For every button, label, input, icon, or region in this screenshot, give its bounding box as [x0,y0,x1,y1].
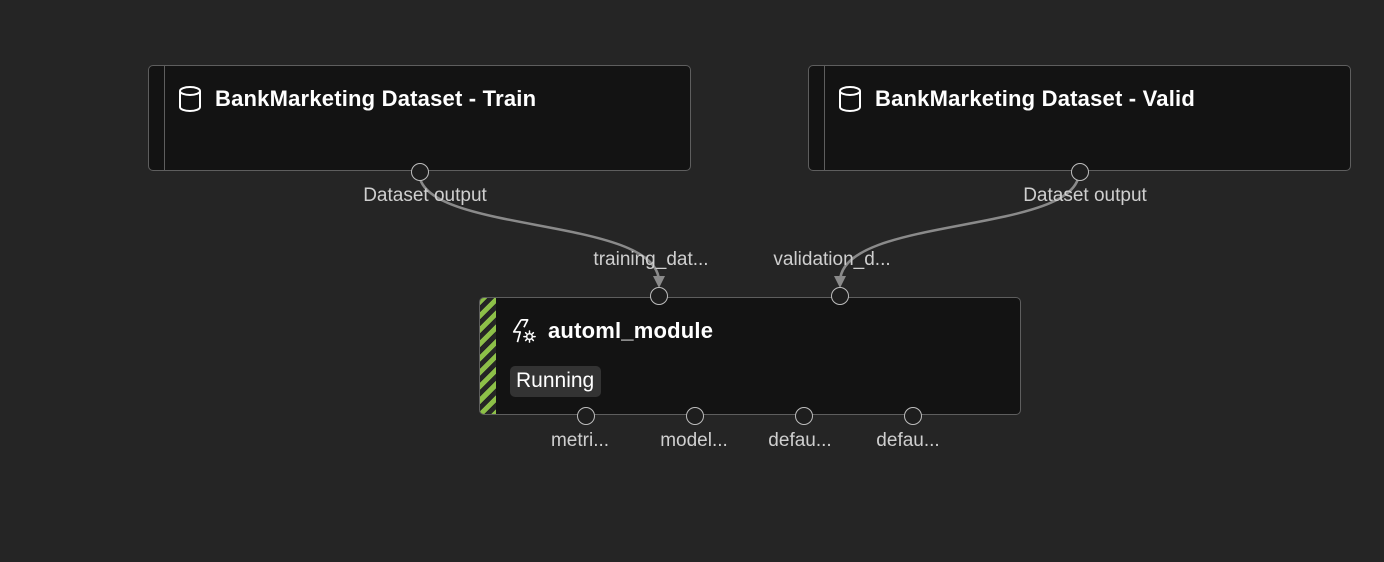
default-port-label-1: defau... [768,430,832,451]
validation-data-input-port[interactable] [831,287,849,305]
node-header: automl_module [510,316,713,346]
validation-data-port-label: validation_d... [773,249,891,270]
node-header: BankMarketing Dataset - Train [177,84,536,114]
default-port-label-2: defau... [876,430,940,451]
node-title: BankMarketing Dataset - Valid [875,86,1196,111]
node-title: automl_module [548,318,714,343]
metrics-output-port[interactable] [577,407,595,425]
running-status-stripe [480,298,496,414]
default-output-port-1[interactable] [795,407,813,425]
database-icon [179,86,201,112]
dataset-output-port-label: Dataset output [1023,185,1147,206]
automl-module-node[interactable]: automl_module Running [479,287,1021,425]
node-title: BankMarketing Dataset - Train [215,86,537,111]
dataset-output-port[interactable] [411,163,429,181]
dataset-valid-node[interactable]: BankMarketing Dataset - Valid [808,65,1351,181]
automl-lightning-gear-icon [512,319,536,343]
training-data-input-port[interactable] [650,287,668,305]
metrics-port-label: metri... [550,430,610,451]
database-icon [839,86,861,112]
model-port-label: model... [660,430,728,451]
node-left-bar [149,66,165,170]
node-left-bar [809,66,825,170]
node-header: BankMarketing Dataset - Valid [837,84,1195,114]
dataset-output-port-label: Dataset output [363,185,487,206]
dataset-output-port[interactable] [1071,163,1089,181]
model-output-port[interactable] [686,407,704,425]
status-badge: Running [510,366,602,397]
dataset-train-node[interactable]: BankMarketing Dataset - Train [148,65,691,181]
default-output-port-2[interactable] [904,407,922,425]
training-data-port-label: training_dat... [593,249,709,270]
